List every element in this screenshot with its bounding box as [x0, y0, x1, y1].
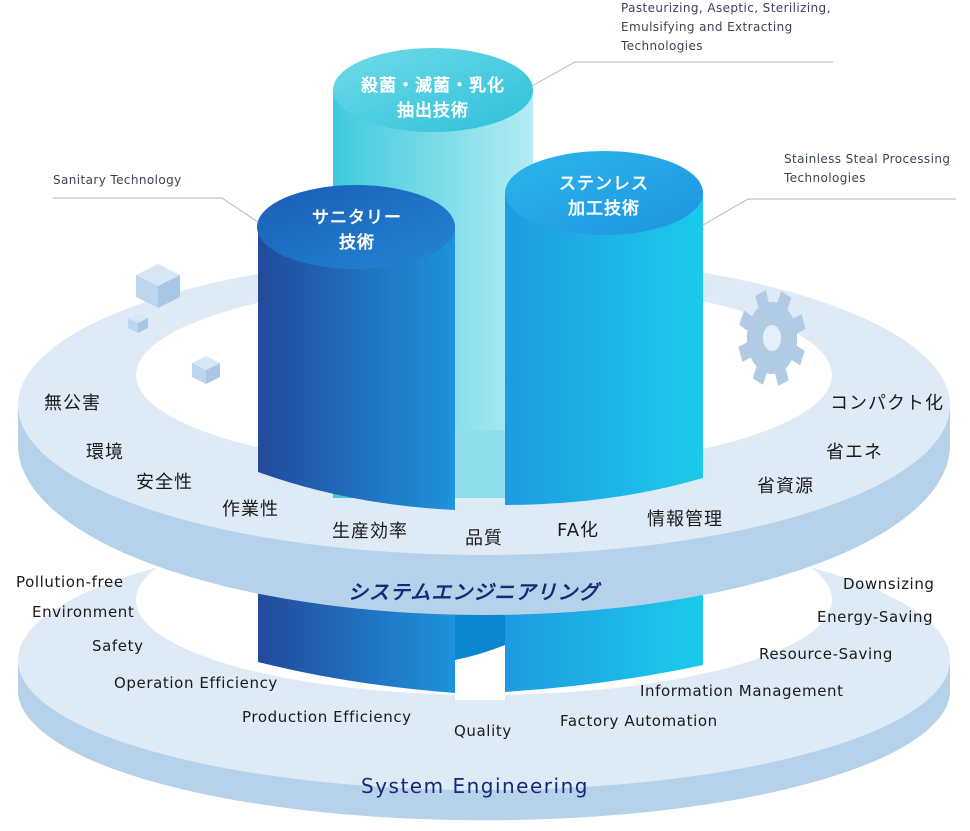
- callout-line-text: Emulsifying and Extracting: [621, 20, 793, 34]
- lower-ring-item: Resource-Saving: [759, 645, 893, 663]
- callout-line-text: Pasteurizing, Aseptic, Sterilizing,: [621, 1, 831, 15]
- callout-sanitary: Sanitary Technology: [53, 171, 182, 190]
- upper-ring-item: 省エネ: [826, 442, 883, 463]
- lower-ring-item: Operation Efficiency: [114, 674, 278, 692]
- cube-icon: [128, 313, 148, 333]
- lower-ring-item: Environment: [32, 603, 135, 621]
- upper-ring-item: 無公害: [44, 393, 101, 414]
- lower-ring-title: System Engineering: [361, 774, 589, 798]
- pillar-title-line: 抽出技術: [397, 101, 469, 121]
- cube-icon: [192, 356, 220, 384]
- callout-line-text: Technologies: [621, 39, 703, 53]
- upper-ring-item: 生産効率: [332, 521, 408, 542]
- upper-ring-title: システムエンジニアリング: [348, 580, 600, 604]
- callout-line-stainless: [702, 198, 956, 226]
- lower-ring-item: Information Management: [640, 682, 844, 700]
- upper-ring-item: 作業性: [222, 499, 279, 520]
- callout-line-sanitary: [53, 197, 259, 223]
- pillar-title-line: ステンレス: [559, 174, 649, 194]
- upper-ring-item: FA化: [557, 520, 600, 541]
- lower-ring-item: Quality: [454, 722, 512, 740]
- callout-sterilizing: Pasteurizing, Aseptic, Sterilizing, Emul…: [621, 0, 831, 56]
- pillar-title-line: 技術: [339, 233, 375, 253]
- pillar-sterilizing-gap: [455, 430, 505, 498]
- upper-ring-item: 省資源: [757, 476, 814, 497]
- upper-ring-item: 情報管理: [647, 509, 723, 530]
- upper-ring-item: 環境: [86, 442, 124, 463]
- lower-ring-item: Safety: [92, 637, 144, 655]
- pillar-sanitary: [257, 185, 455, 510]
- pillar-title-line: サニタリー: [312, 208, 402, 228]
- upper-ring-item: 品質: [465, 528, 503, 549]
- pillar-title-line: 殺菌・滅菌・乳化: [361, 76, 505, 96]
- lower-ring-item: Downsizing: [843, 575, 935, 593]
- pillar-title-sanitary: サニタリー 技術: [258, 206, 456, 256]
- pillar-title-sterilizing: 殺菌・滅菌・乳化 抽出技術: [333, 74, 533, 124]
- pillar-title-line: 加工技術: [568, 199, 640, 219]
- pillar-title-stainless: ステンレス 加工技術: [505, 172, 703, 222]
- lower-ring-item: Pollution-free: [16, 573, 124, 591]
- callout-line-sterilizing: [531, 61, 833, 87]
- pillar-stainless: [505, 151, 703, 505]
- callout-line-text: Stainless Steal Processing: [784, 152, 951, 166]
- cube-icon: [136, 264, 180, 308]
- upper-ring-item: 安全性: [136, 472, 193, 493]
- callout-line-text: Technologies: [784, 171, 866, 185]
- callout-line-text: Sanitary Technology: [53, 173, 182, 187]
- lower-ring-item: Production Efficiency: [242, 708, 412, 726]
- lower-ring-item: Energy-Saving: [817, 608, 934, 626]
- callout-stainless: Stainless Steal Processing Technologies: [784, 150, 950, 188]
- upper-ring-item: コンパクト化: [830, 393, 944, 414]
- gear-icon: [738, 290, 806, 386]
- lower-ring-item: Factory Automation: [560, 712, 718, 730]
